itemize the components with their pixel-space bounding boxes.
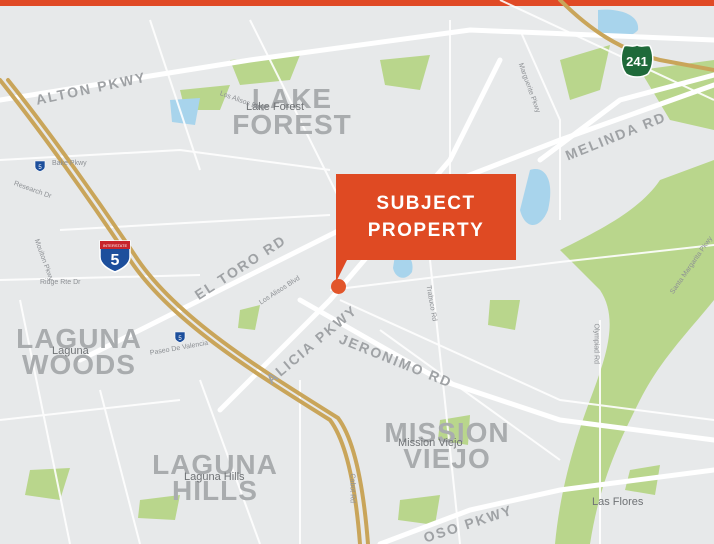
city-label-laguna-hills: Laguna Hills [184,471,245,483]
park-area [380,55,430,90]
jeronimo-road-line [297,297,714,443]
subject-property-marker[interactable] [331,279,346,294]
callout-line: PROPERTY [367,220,485,241]
lake [598,9,639,37]
area-line: LAGUNA [16,323,142,354]
alton-road-line [0,27,714,103]
city-label-lake-forest: Lake Forest [246,101,305,113]
interstate-shield-icon: 5 [34,160,46,172]
park-area [398,495,440,525]
area-laguna-hills: LAGUNA HILLS [150,449,280,506]
park-area [238,305,260,330]
street-label: Cabot Rd [348,473,356,504]
area-line: LAGUNA [152,449,278,480]
park-area [560,45,610,100]
area-lake-forest: LAKE FOREST [232,83,352,140]
interstate-number: 5 [111,252,120,269]
route-number: 241 [626,54,648,69]
interstate-shield-icon: INTERSTATE 5 [99,240,131,273]
oso-road-line [377,467,714,544]
area-line: LAKE [251,83,333,114]
interstate-number: 5 [178,336,182,342]
street-label: Ridge Rte Dr [40,279,81,286]
park-area [555,160,714,544]
area-line: HILLS [172,475,258,506]
i5-freeway-line [0,78,362,544]
sr241-freeway-line [558,0,714,72]
park-area [25,468,70,500]
callout-line: SUBJECT [376,193,476,214]
area-line: MISSION [384,417,510,448]
area-mission-viejo: MISSION VIEJO [372,417,522,474]
city-label-las-flores: Las Flores [592,496,644,508]
interstate-shield-icon: 5 [174,331,186,343]
park-area [488,300,520,330]
area-line: WOODS [22,349,136,380]
callout-pointer [336,258,348,282]
park-area [138,495,180,520]
subject-property-callout[interactable]: SUBJECT PROPERTY [336,174,516,260]
interstate-number: 5 [38,165,42,171]
lake [170,98,200,125]
melinda-road-line [537,72,714,163]
lake [520,169,551,225]
area-laguna-woods: LAGUNA WOODS [14,323,144,380]
state-route-shield-icon: 241 [620,44,654,78]
interstate-banner: INTERSTATE [103,243,128,248]
street-label: Bake Pkwy [52,160,87,167]
area-line: VIEJO [403,443,491,474]
top-accent-bar [0,0,714,6]
street-label: Olympiad Rd [592,323,600,364]
park-area [438,415,470,445]
city-label-mission-viejo: Mission Viejo [398,437,463,449]
area-line: FOREST [232,109,352,140]
city-label-laguna: Laguna [52,345,89,357]
